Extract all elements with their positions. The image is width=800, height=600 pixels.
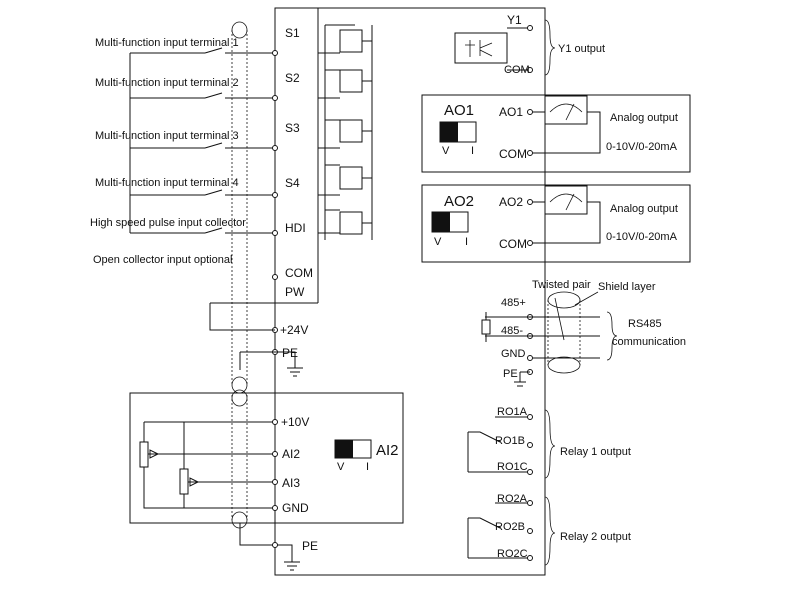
- ao1-group: AO1 V I AO1 COM Analog output 0-10V/0-20…: [439, 95, 678, 161]
- terminal-ai3: AI3: [282, 476, 300, 490]
- analog-input-box: [129, 392, 404, 524]
- terminal-ai2: AI2: [282, 447, 300, 461]
- terminal-ao2-com: COM: [499, 237, 527, 251]
- optocoupler-stack: [318, 24, 373, 240]
- rs485-label-2: communication: [612, 336, 686, 348]
- terminal-rs-pe: PE: [503, 368, 518, 380]
- relay1-label: Relay 1 output: [560, 446, 631, 458]
- rs485-label-1: RS485: [628, 318, 662, 330]
- y1-output: Y1 COM Y1 output: [454, 13, 605, 76]
- terminal-485p: 485+: [501, 297, 526, 309]
- ao2-group: AO2 V I AO2 COM Analog output 0-10V/0-20…: [431, 185, 678, 251]
- ao1-switch-v: V: [442, 145, 450, 157]
- input-label-3: Multi-function input terminal 3: [95, 130, 239, 142]
- ao2-box: [421, 184, 691, 263]
- twisted-pair-label: Twisted pair: [532, 279, 591, 291]
- ao1-range-label: 0-10V/0-20mA: [606, 141, 678, 153]
- input-terminals: Multi-function input terminal 1 Multi-fu…: [90, 21, 303, 394]
- terminal-y1: Y1: [507, 13, 522, 27]
- terminal-ro2c: RO2C: [497, 548, 528, 560]
- terminal-24v: +24V: [280, 323, 308, 337]
- rs485-group: Twisted pair Shield layer 485+ 485- GND …: [481, 279, 686, 387]
- input-label-2: Multi-function input terminal 2: [95, 77, 239, 89]
- terminal-com: COM: [285, 266, 313, 280]
- terminal-ro1b: RO1B: [495, 435, 525, 447]
- terminal-485m: 485-: [501, 325, 523, 337]
- terminal-s1: S1: [285, 26, 300, 40]
- input-label-1: Multi-function input terminal 1: [95, 37, 239, 49]
- ao2-analog-label: Analog output: [610, 203, 678, 215]
- terminal-gnd: GND: [282, 501, 309, 515]
- terminal-pe1: PE: [282, 346, 298, 360]
- terminal-10v: +10V: [281, 415, 309, 429]
- ao1-analog-label: Analog output: [610, 112, 678, 124]
- terminal-ycom: COM: [504, 64, 530, 76]
- ai2-switch-i: I: [366, 461, 369, 473]
- terminal-ao2: AO2: [499, 195, 523, 209]
- analog-input: +10V AI2 AI3 GND AI2 V I PE: [139, 389, 399, 571]
- terminal-ro1a: RO1A: [497, 406, 528, 418]
- input-label-oc: Open collector input optional: [93, 254, 232, 266]
- terminal-pe2: PE: [302, 539, 318, 553]
- ao2-switch-i: I: [465, 236, 468, 248]
- terminal-pw: PW: [285, 285, 305, 299]
- terminal-s4: S4: [285, 176, 300, 190]
- terminal-ao1: AO1: [499, 105, 523, 119]
- terminal-hdi: HDI: [285, 221, 306, 235]
- ao2-switch-title: AO2: [444, 193, 474, 210]
- ai2-switch-v: V: [337, 461, 345, 473]
- terminal-ro2a: RO2A: [497, 493, 528, 505]
- ao1-switch-i: I: [471, 145, 474, 157]
- shield-layer-label: Shield layer: [598, 281, 656, 293]
- input-label-hs: High speed pulse input collector: [90, 217, 246, 229]
- relay2-label: Relay 2 output: [560, 531, 631, 543]
- relay-group: RO1A RO1B RO1C RO2A RO2B RO2C Relay 1 ou…: [467, 406, 631, 566]
- ao2-switch-v: V: [434, 236, 442, 248]
- terminal-rs-gnd: GND: [501, 348, 526, 360]
- ao2-range-label: 0-10V/0-20mA: [606, 231, 678, 243]
- ao1-box: [421, 94, 691, 173]
- ai2-switch-title: AI2: [376, 442, 399, 459]
- terminal-ro1c: RO1C: [497, 461, 528, 473]
- terminal-ro2b: RO2B: [495, 521, 525, 533]
- input-label-4: Multi-function input terminal 4: [95, 177, 239, 189]
- y1-output-label: Y1 output: [558, 43, 605, 55]
- ao1-switch-title: AO1: [444, 102, 474, 119]
- drive-outline: [274, 7, 546, 576]
- terminal-s3: S3: [285, 121, 300, 135]
- terminal-names-left: S1 S2 S3 S4 HDI COM PW +24V PE: [280, 26, 313, 360]
- terminal-ao1-com: COM: [499, 147, 527, 161]
- terminal-s2: S2: [285, 71, 300, 85]
